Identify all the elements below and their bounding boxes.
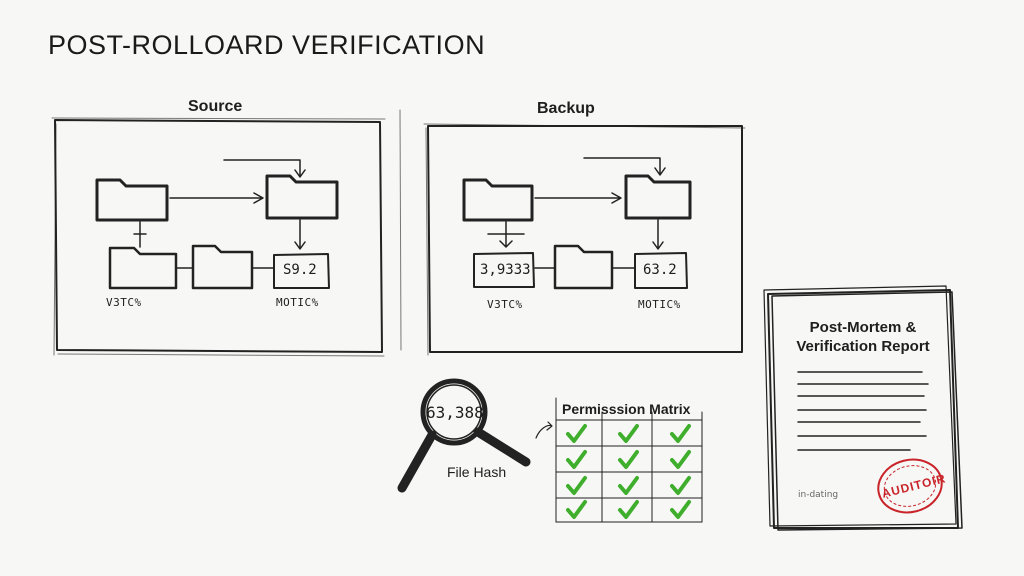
source-arrows	[133, 159, 306, 269]
source-folder-top-right	[265, 174, 339, 220]
backup-folder-top-left	[462, 178, 534, 222]
backup-folder-top-right	[624, 174, 692, 220]
checkmark-icon	[670, 476, 691, 495]
backup-box-value: 63.2	[643, 262, 677, 278]
source-panel-frame	[51, 117, 386, 357]
source-folder-top-left	[95, 178, 169, 222]
permission-matrix-grid	[555, 397, 703, 523]
report-footer-text: in-dating	[798, 490, 839, 500]
checkmark-icon	[670, 424, 691, 443]
backup-value-box	[634, 252, 688, 289]
source-box-value: S9.2	[283, 262, 317, 278]
backup-arrows	[487, 157, 666, 269]
report-document	[763, 285, 963, 531]
file-hash-value: 63,388	[426, 403, 484, 422]
auditor-stamp-icon	[877, 458, 943, 514]
checkmark-icon	[670, 500, 691, 519]
source-folder-bottom-left	[108, 246, 178, 290]
backup-folder-bottom-mid	[553, 244, 614, 290]
backup-left-box-value: 3,9333	[480, 262, 531, 278]
source-value-box	[273, 253, 330, 289]
report-title: Post-Mortem & Verification Report	[796, 319, 930, 355]
checkmark-icon	[618, 476, 639, 495]
source-right-caption: MOTIC%	[276, 296, 319, 309]
permission-checkmarks	[566, 424, 691, 519]
checkmark-icon	[566, 450, 587, 469]
backup-left-caption: V3TC%	[487, 298, 523, 311]
checkmark-icon	[566, 500, 587, 519]
backup-left-value-box	[473, 252, 535, 288]
source-left-caption: V3TC%	[106, 296, 142, 309]
checkmark-icon	[618, 424, 639, 443]
checkmark-icon	[670, 450, 691, 469]
source-label: Source	[188, 98, 243, 115]
checkmark-icon	[618, 450, 639, 469]
file-hash-label: File Hash	[447, 464, 507, 480]
checkmark-icon	[566, 476, 587, 495]
checkmark-icon	[566, 424, 587, 443]
source-folder-bottom-mid	[191, 244, 254, 290]
backup-panel-frame	[399, 109, 746, 356]
page-title: POST-ROLLOARD VERIFICATION	[48, 30, 486, 60]
checkmark-icon	[618, 500, 639, 519]
magnifier-icon	[397, 378, 553, 493]
backup-right-caption: MOTIC%	[638, 298, 681, 311]
backup-label: Backup	[537, 100, 595, 117]
permission-matrix-title: Permisssion Matrix	[562, 401, 691, 417]
